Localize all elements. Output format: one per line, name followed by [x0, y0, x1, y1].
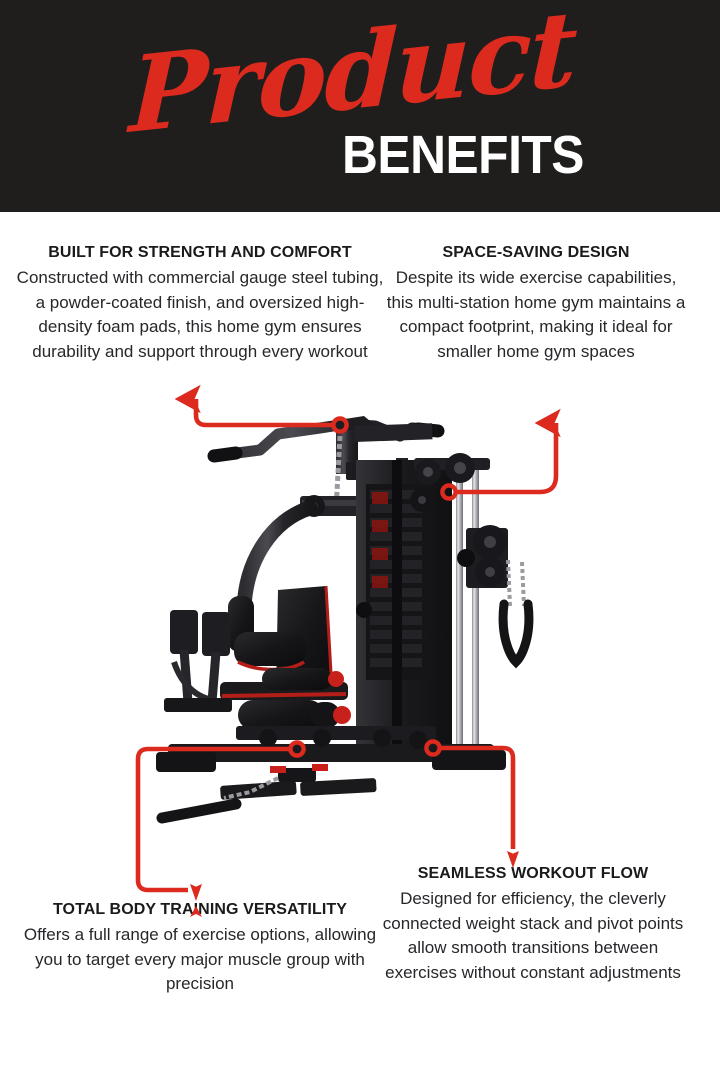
callout-body: Designed for efficiency, the cleverly co… — [382, 889, 684, 982]
callout-built-for-strength-and-comfort: BUILT FOR STRENGTH AND COMFORT Construct… — [14, 243, 386, 364]
guide-rods — [456, 462, 479, 762]
callout-total-body-training-versatility: TOTAL BODY TRAINING VERSATILITY Offers a… — [14, 900, 386, 997]
leg-extension-unit — [164, 610, 232, 712]
callout-heading: SPACE-SAVING DESIGN — [442, 244, 630, 261]
callout-seamless-workout-flow: SEAMLESS WORKOUT FLOW Designed for effic… — [380, 864, 686, 985]
callout-heading: SEAMLESS WORKOUT FLOW — [417, 865, 649, 882]
leg-roller-pads — [238, 668, 351, 730]
title-benefits: BENEFITS — [342, 125, 584, 185]
callout-body: Despite its wide exercise capabilities, … — [386, 268, 686, 361]
product-image-home-gym — [156, 416, 534, 824]
callout-heading: BUILT FOR STRENGTH AND COMFORT — [48, 244, 352, 261]
header-banner: BENEFITS Product — [0, 0, 720, 212]
seat-and-backrest — [220, 585, 348, 700]
callout-body: Offers a full range of exercise options,… — [23, 925, 377, 993]
weight-stack — [356, 460, 452, 760]
callout-heading: TOTAL BODY TRAINING VERSATILITY — [52, 901, 348, 918]
chain-upper — [333, 435, 343, 511]
callout-body: Constructed with commercial gauge steel … — [16, 268, 384, 361]
low-row-attachment — [156, 764, 377, 824]
base-frame — [156, 726, 506, 772]
page-title: BENEFITS Product — [0, 0, 720, 212]
cable-pulley-head — [457, 525, 534, 669]
callout-space-saving-design: SPACE-SAVING DESIGN Despite its wide exe… — [386, 243, 686, 364]
